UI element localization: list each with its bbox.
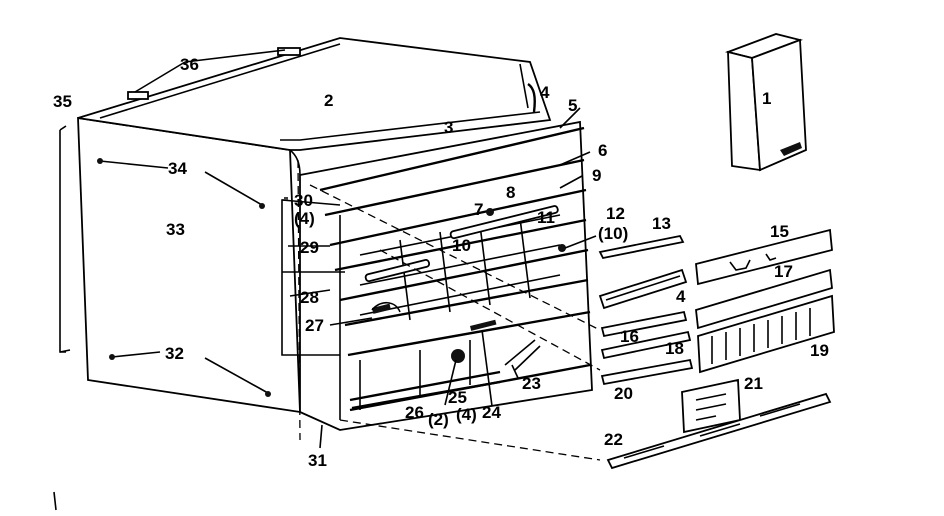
callout-30-qty: (4)	[294, 209, 315, 228]
callout-13: 13	[652, 214, 671, 233]
callout-8: 8	[506, 183, 515, 202]
callout-20: 20	[614, 384, 633, 403]
part-15-panel	[695, 228, 833, 286]
callout-3: 3	[444, 118, 453, 137]
callout-16: 16	[620, 327, 639, 346]
callout-12: 12	[606, 204, 625, 223]
callout-36: 36	[180, 55, 199, 74]
callout-2: 2	[324, 91, 333, 110]
callout-32: 32	[165, 344, 184, 363]
part-19-grille	[697, 294, 835, 374]
callout-31: 31	[308, 451, 327, 470]
callout-22: 22	[604, 430, 623, 449]
part-17-panel	[695, 268, 833, 330]
callout-4b: 4	[676, 287, 686, 306]
callout-9: 9	[592, 166, 601, 185]
callout-30: 30	[294, 191, 313, 210]
callout-15: 15	[770, 222, 789, 241]
callout-33: 33	[166, 220, 185, 239]
stray-tick	[53, 491, 57, 511]
bottom-rails	[349, 339, 541, 410]
callout-labels: 1 2 3 4 4 5 6 7 8 9 10 11 12 (10) 13 15 …	[53, 55, 829, 470]
callout-25-qty: (4)	[456, 405, 477, 424]
callout-7: 7	[474, 200, 483, 219]
part-18-rod	[600, 330, 692, 360]
callout-5: 5	[568, 96, 577, 115]
callout-27: 27	[305, 316, 324, 335]
callout-28: 28	[300, 288, 319, 307]
hidden-edges	[297, 159, 601, 461]
callout-11: 11	[537, 208, 555, 227]
callout-4a: 4	[540, 83, 550, 102]
callout-21: 21	[744, 374, 763, 393]
callout-34: 34	[168, 159, 187, 178]
part-35-bracket	[59, 125, 71, 353]
leader-lines	[99, 49, 597, 449]
callout-6: 6	[598, 141, 607, 160]
part-20-rod	[600, 358, 694, 386]
callout-19: 19	[810, 341, 829, 360]
part-22-rail	[606, 392, 832, 470]
cabinet-front-face	[299, 120, 593, 431]
callout-24: 24	[482, 403, 501, 422]
callout-25: 25	[448, 388, 467, 407]
part-14-trim	[598, 268, 688, 310]
callout-26: 26	[405, 403, 424, 422]
callout-35: 35	[53, 92, 72, 111]
callout-26-qty: (2)	[428, 410, 449, 429]
callout-1: 1	[762, 89, 771, 108]
callout-17: 17	[774, 262, 793, 281]
part-1-carton	[724, 33, 807, 172]
callout-29: 29	[300, 238, 319, 257]
cabinet-top-panel	[77, 37, 552, 151]
callout-18: 18	[665, 339, 684, 358]
callout-23: 23	[522, 374, 541, 393]
callout-12-qty: (10)	[598, 224, 628, 243]
part-21-plate	[681, 378, 741, 434]
screw-dots	[97, 158, 271, 397]
part-4-handle	[527, 83, 536, 113]
part-16-rod	[600, 310, 688, 338]
callout-10: 10	[452, 236, 471, 255]
part-13-rod	[598, 234, 685, 260]
